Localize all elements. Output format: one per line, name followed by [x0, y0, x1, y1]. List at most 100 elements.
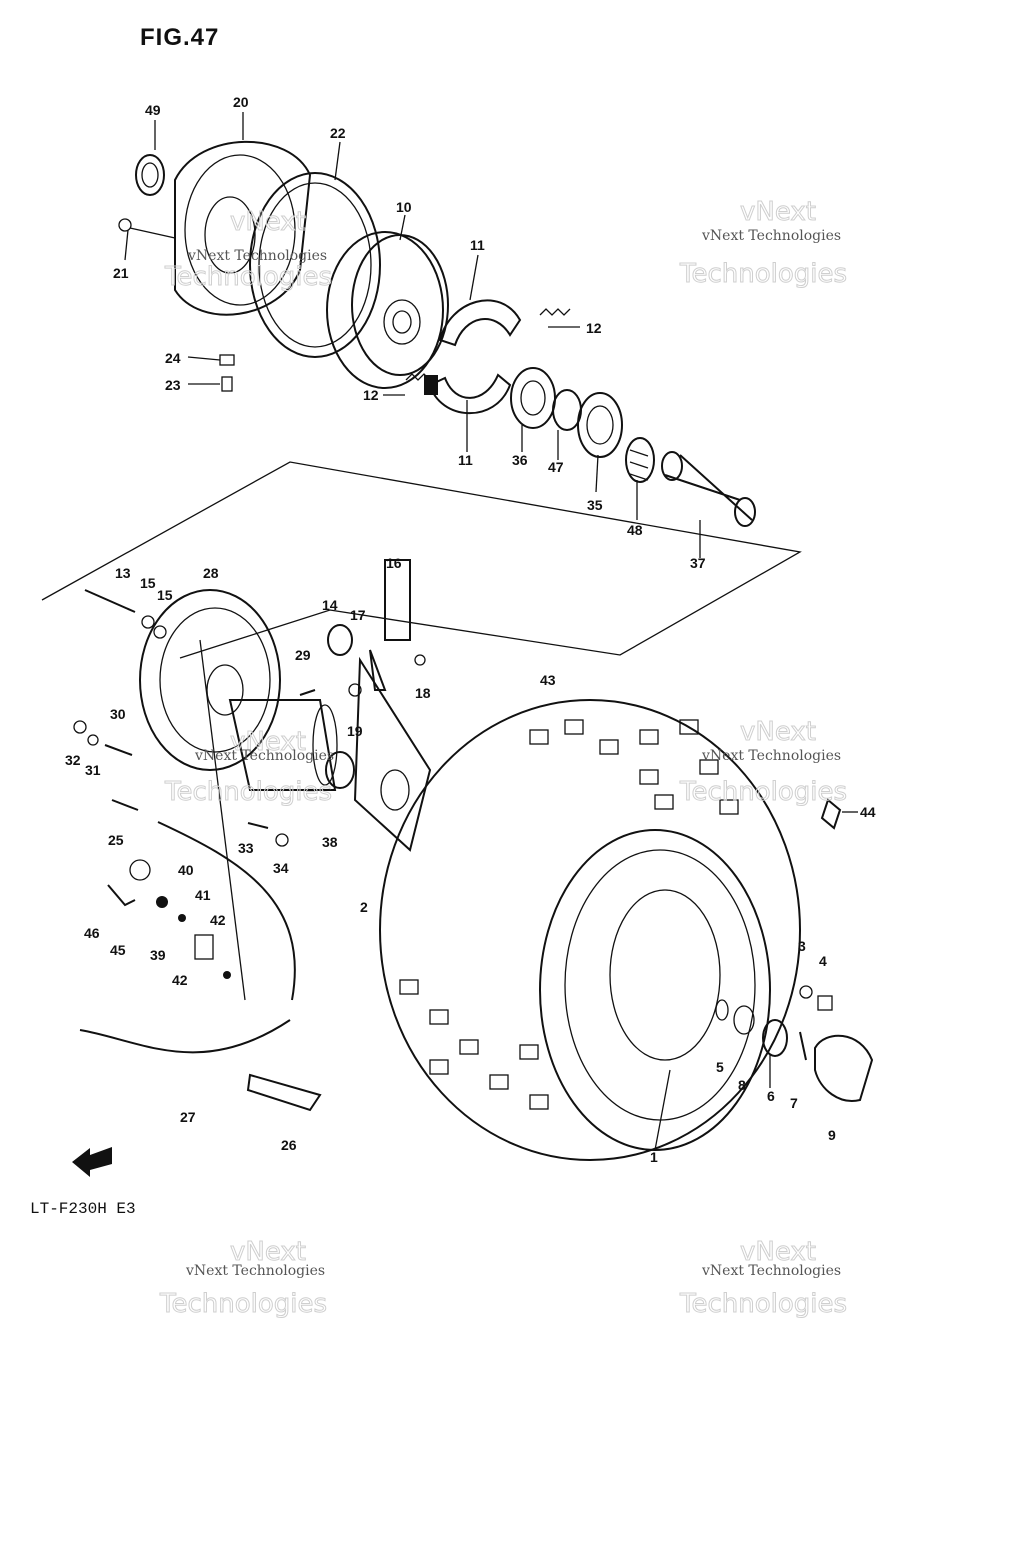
svg-text:vNext: vNext: [740, 197, 816, 227]
callout-c26: 26: [281, 1137, 297, 1153]
callout-c30: 30: [110, 706, 126, 722]
callout-c12a: 12: [586, 320, 602, 336]
tread-blocks: [399, 719, 739, 1110]
callout-c22: 22: [330, 125, 346, 141]
callout-c24: 24: [165, 350, 181, 366]
seal-ring: [249, 172, 381, 358]
callout-c31: 31: [85, 762, 101, 778]
callout-c15a: 15: [140, 575, 156, 591]
svg-text:vNext: vNext: [230, 727, 306, 757]
callout-c32: 32: [65, 752, 81, 768]
callout-c11b: 11: [458, 452, 473, 468]
callout-c23: 23: [165, 377, 181, 393]
hub-brake-disc: [139, 589, 281, 771]
callout-c1: 1: [650, 1149, 658, 1165]
callout-c3: 3: [798, 938, 806, 954]
spacer-tube: [661, 451, 756, 527]
hub-body: [228, 699, 355, 791]
watermark-top-left: vNext vNext Technologies Technologies: [164, 207, 333, 293]
callout-c7: 7: [790, 1095, 798, 1111]
brake-shoes: [424, 299, 522, 415]
callout-c12b: 12: [363, 387, 379, 403]
callout-c36: 36: [512, 452, 528, 468]
svg-text:Technologies: Technologies: [679, 1289, 847, 1319]
callout-c49: 49: [145, 102, 161, 118]
bearings: [510, 367, 655, 483]
springs: [405, 308, 571, 381]
callout-c11a: 11: [470, 237, 485, 253]
svg-text:vNext: vNext: [740, 1237, 816, 1267]
callout-c16: 16: [386, 555, 402, 571]
callout-c10: 10: [396, 199, 412, 215]
svg-text:vNext Technologies: vNext Technologies: [701, 228, 841, 244]
svg-text:vNext: vNext: [230, 1237, 306, 1267]
callout-c35: 35: [587, 497, 603, 513]
callout-c28: 28: [203, 565, 219, 581]
callout-c33: 33: [238, 840, 254, 856]
callout-c42a: 42: [210, 912, 226, 928]
brake-panel: [129, 140, 312, 316]
callout-c41: 41: [195, 887, 211, 903]
callout-c46: 46: [84, 925, 100, 941]
axle-hardware: [715, 798, 874, 1102]
svg-text:vNext Technologies: vNext Technologies: [701, 748, 841, 764]
assembly-outline: [41, 461, 802, 659]
watermark-top-right: vNext vNext Technologies Technologies: [679, 197, 848, 290]
callout-c5: 5: [716, 1059, 724, 1075]
svg-text:Technologies: Technologies: [679, 777, 847, 807]
svg-text:vNext Technologies: vNext Technologies: [194, 748, 334, 764]
callout-c21: 21: [113, 265, 129, 281]
small-clamps: [107, 859, 231, 979]
callout-c20: 20: [233, 94, 249, 110]
callout-c15b: 15: [157, 587, 173, 603]
callout-c13: 13: [115, 565, 131, 581]
callout-c40: 40: [178, 862, 194, 878]
callout-c37: 37: [690, 555, 706, 571]
callout-c4: 4: [819, 953, 827, 969]
leader-lines: [124, 112, 858, 1151]
figure-title: FIG.47: [140, 24, 220, 51]
callout-c48: 48: [627, 522, 643, 538]
callout-c25: 25: [108, 832, 124, 848]
svg-text:vNext: vNext: [230, 207, 306, 237]
svg-text:Technologies: Technologies: [679, 259, 847, 289]
callout-c14: 14: [322, 597, 338, 613]
svg-text:Technologies: Technologies: [164, 777, 332, 807]
callout-c2: 2: [360, 899, 368, 915]
fwd-arrow-icon: [72, 1147, 112, 1177]
callout-c6: 6: [767, 1088, 775, 1104]
callout-c19: 19: [347, 723, 363, 739]
watermark-bottom-right: vNext vNext Technologies Technologies: [679, 1237, 848, 1320]
bracket: [246, 1073, 322, 1112]
wheel-hub-plate: [353, 656, 432, 852]
brake-drum: [326, 231, 449, 389]
callout-c9: 9: [828, 1127, 836, 1143]
callout-c42b: 42: [172, 972, 188, 988]
watermark-mid-left: vNext vNext Technologies Technologies: [164, 727, 335, 808]
svg-text:vNext: vNext: [740, 717, 816, 747]
brake-hose: [79, 639, 296, 1054]
svg-text:Technologies: Technologies: [164, 262, 332, 292]
tire: [379, 699, 801, 1161]
svg-text:vNext Technologies: vNext Technologies: [185, 1263, 325, 1279]
callout-c27: 27: [180, 1109, 196, 1125]
callout-c8: 8: [738, 1077, 746, 1093]
callout-c44: 44: [860, 804, 876, 820]
callout-c43: 43: [540, 672, 556, 688]
caliper-parts: [327, 559, 426, 697]
model-label: LT-F230H E3: [30, 1200, 136, 1218]
callout-c47: 47: [548, 459, 564, 475]
bolt-parts: [73, 589, 316, 847]
callout-c29: 29: [295, 647, 311, 663]
callout-c18: 18: [415, 685, 431, 701]
svg-text:Technologies: Technologies: [159, 1289, 327, 1319]
watermark-bottom-left: vNext vNext Technologies Technologies: [159, 1237, 328, 1320]
svg-text:vNext Technologies: vNext Technologies: [187, 248, 327, 264]
svg-text:vNext Technologies: vNext Technologies: [701, 1263, 841, 1279]
callout-c34: 34: [273, 860, 289, 876]
callout-c38: 38: [322, 834, 338, 850]
watermark-mid-right: vNext vNext Technologies Technologies: [679, 717, 848, 808]
